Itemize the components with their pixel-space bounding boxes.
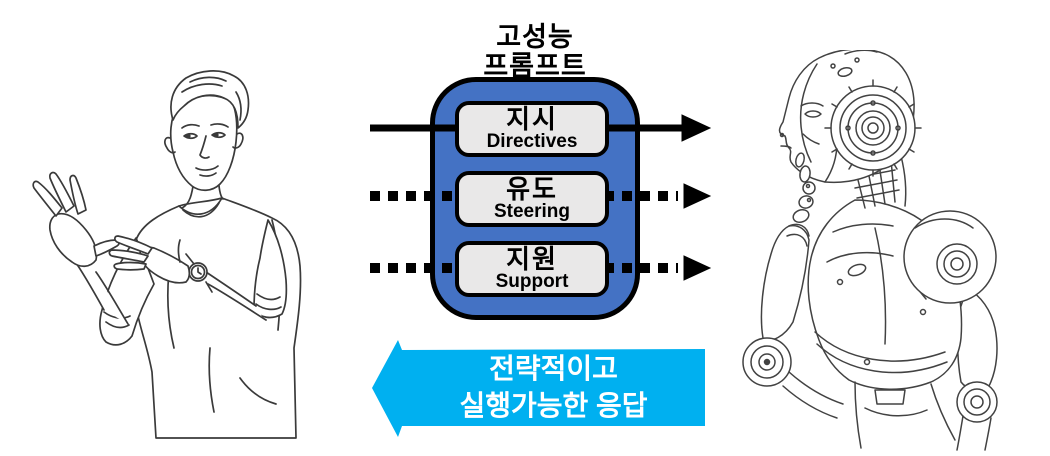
man-presenting-illustration <box>32 70 302 439</box>
response-arrow-shape <box>372 340 705 437</box>
prompt-item-support-ko: 지원 <box>506 244 558 274</box>
robot-thinking-illustration <box>742 50 998 451</box>
response-arrow-text: 전략적이고 실행가능한 응답 <box>402 346 705 428</box>
prompt-item-support-en: Support <box>495 271 569 292</box>
prompt-item-steering-ko: 유도 <box>506 174 558 204</box>
prompt-item-directives: 지시 Directives <box>455 101 609 157</box>
response-text-line2: 실행가능한 응답 <box>459 390 648 421</box>
prompt-title-line1: 고성능 <box>496 22 574 52</box>
prompt-item-support: 지원 Support <box>455 241 609 297</box>
prompt-item-directives-ko: 지시 <box>506 104 558 134</box>
prompt-title-line2: 프롬프트 <box>483 51 587 81</box>
response-text-line1: 전략적이고 <box>489 353 618 384</box>
response-arrow <box>372 340 705 437</box>
prompt-title: 고성능 프롬프트 <box>400 23 670 81</box>
prompt-item-steering: 유도 Steering <box>455 171 609 227</box>
prompt-item-directives-en: Directives <box>486 131 578 152</box>
prompt-item-steering-en: Steering <box>493 201 571 222</box>
